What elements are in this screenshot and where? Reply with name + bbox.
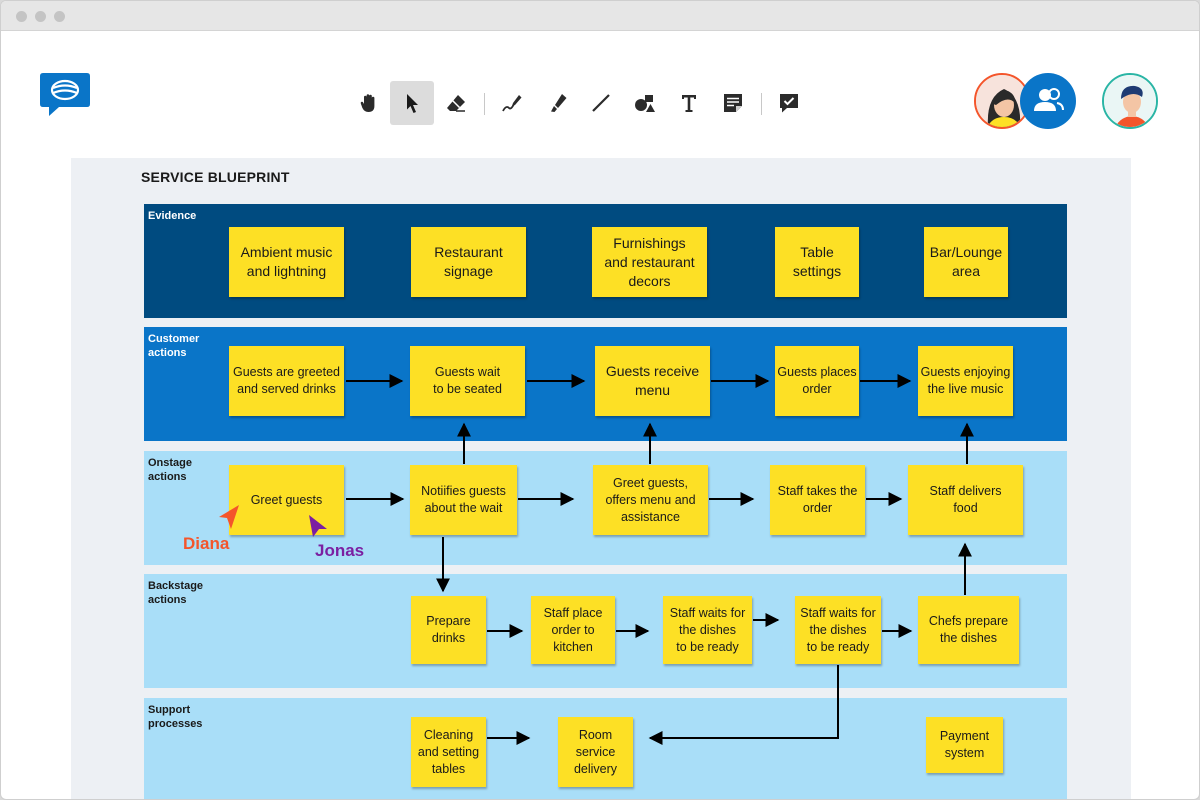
- sticky-note[interactable]: Restaurant signage: [411, 227, 526, 297]
- avatar-woman[interactable]: [974, 73, 1030, 129]
- lane-label-evidence: Evidence: [148, 210, 197, 222]
- cursor-label-diana: Diana: [183, 534, 230, 553]
- blueprint-title: SERVICE BLUEPRINT: [141, 169, 290, 185]
- line-icon[interactable]: [579, 81, 623, 125]
- cursor-jonas-icon: [309, 515, 327, 537]
- pointer-icon[interactable]: [390, 81, 434, 125]
- window-dot-maximize[interactable]: [54, 11, 65, 22]
- app-logo-icon[interactable]: [39, 71, 91, 117]
- sticky-note[interactable]: Guests enjoying the live music: [918, 346, 1013, 416]
- feedback-icon[interactable]: [767, 81, 811, 125]
- sticky-note-icon[interactable]: [711, 81, 755, 125]
- sticky-note[interactable]: Room service delivery: [558, 717, 633, 787]
- sticky-note[interactable]: Staff delivers food: [908, 465, 1023, 535]
- window-titlebar: [1, 1, 1199, 31]
- avatar-man[interactable]: [1102, 73, 1158, 129]
- sticky-note[interactable]: Staff takes the order: [770, 465, 865, 535]
- sticky-note[interactable]: Bar/Lounge area: [924, 227, 1008, 297]
- eraser-icon[interactable]: [434, 81, 478, 125]
- sticky-note[interactable]: Greet guests: [229, 465, 344, 535]
- sticky-note[interactable]: Staff waits for the dishes to be ready: [795, 596, 881, 664]
- lane-label-support-processes: Support processes: [148, 704, 203, 730]
- sticky-note[interactable]: Cleaning and setting tables: [411, 717, 486, 787]
- sticky-note[interactable]: Furnishings and restaurant decors: [592, 227, 707, 297]
- highlighter-icon[interactable]: [535, 81, 579, 125]
- sticky-note[interactable]: Prepare drinks: [411, 596, 486, 664]
- hand-icon[interactable]: [347, 81, 391, 125]
- lane-label-backstage-actions: Backstage actions: [148, 580, 204, 606]
- toolbar-separator: [484, 93, 485, 115]
- sticky-note[interactable]: Greet guests, offers menu and assistance: [593, 465, 708, 535]
- sticky-note[interactable]: Notiifies guests about the wait: [410, 465, 517, 535]
- window-dot-close[interactable]: [16, 11, 27, 22]
- cursor-diana-icon: [219, 505, 239, 529]
- shapes-icon[interactable]: [623, 81, 667, 125]
- sticky-note[interactable]: Staff place order to kitchen: [531, 596, 615, 664]
- window-dot-minimize[interactable]: [35, 11, 46, 22]
- users-group-icon[interactable]: [1020, 73, 1076, 129]
- cursor-label-jonas: Jonas: [315, 541, 365, 560]
- pen-icon[interactable]: [490, 81, 534, 125]
- lane-label-onstage-actions: Onstage actions: [148, 457, 193, 483]
- sticky-note[interactable]: Chefs prepare the dishes: [918, 596, 1019, 664]
- sticky-note[interactable]: Payment system: [926, 717, 1003, 773]
- toolbar-separator: [761, 93, 762, 115]
- sticky-note[interactable]: Guests receive menu: [595, 346, 710, 416]
- sticky-note[interactable]: Ambient music and lightning: [229, 227, 344, 297]
- sticky-note[interactable]: Staff waits for the dishes to be ready: [663, 596, 752, 664]
- sticky-note[interactable]: Guests are greeted and served drinks: [229, 346, 344, 416]
- sticky-note[interactable]: Guests places order: [775, 346, 859, 416]
- lane-label-customer-actions: Customer actions: [148, 333, 200, 359]
- text-icon[interactable]: [667, 81, 711, 125]
- sticky-note[interactable]: Table settings: [775, 227, 859, 297]
- sticky-note[interactable]: Guests wait to be seated: [410, 346, 525, 416]
